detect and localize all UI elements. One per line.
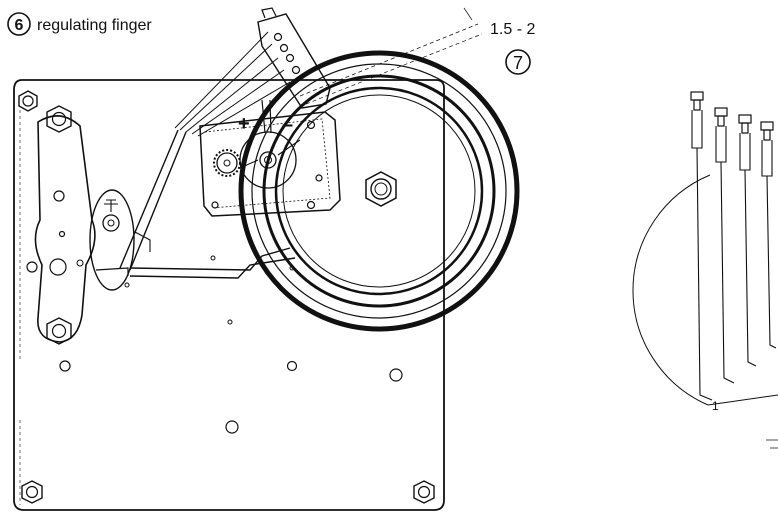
cable-connector	[257, 7, 331, 109]
corner-screw-bottom-left	[21, 480, 43, 504]
dimension-lines	[299, 7, 483, 105]
callout-6-label: regulating finger	[37, 17, 152, 34]
regulator-minus-mark: –	[282, 114, 293, 136]
corner-screw-bottom-right	[413, 480, 435, 504]
detail-view: 1	[632, 91, 778, 449]
base-plate	[13, 79, 445, 511]
gap-range-label: 1.5 - 2	[490, 21, 535, 38]
spring-pin-2	[714, 107, 735, 384]
cable-bundle	[174, 31, 291, 137]
spring-pin-4	[760, 121, 777, 349]
finger-arm	[95, 129, 296, 279]
regulator-block	[199, 99, 341, 217]
spring-pin-3	[738, 114, 757, 367]
cam-wheel	[89, 189, 151, 291]
lever-bracket	[26, 105, 96, 345]
callout-7-number: 7	[513, 53, 523, 73]
callout-6-number: 6	[15, 17, 24, 34]
detail-label-1: 1	[712, 399, 719, 413]
callout-7: 7	[505, 49, 531, 75]
plate-holes	[59, 255, 403, 434]
large-disc	[238, 50, 520, 332]
corner-screw-top-left	[18, 90, 38, 112]
callout-6: 6 regulating finger	[7, 12, 152, 36]
regulator-plus-mark: +	[238, 113, 250, 135]
spring-pin-1	[690, 91, 713, 401]
